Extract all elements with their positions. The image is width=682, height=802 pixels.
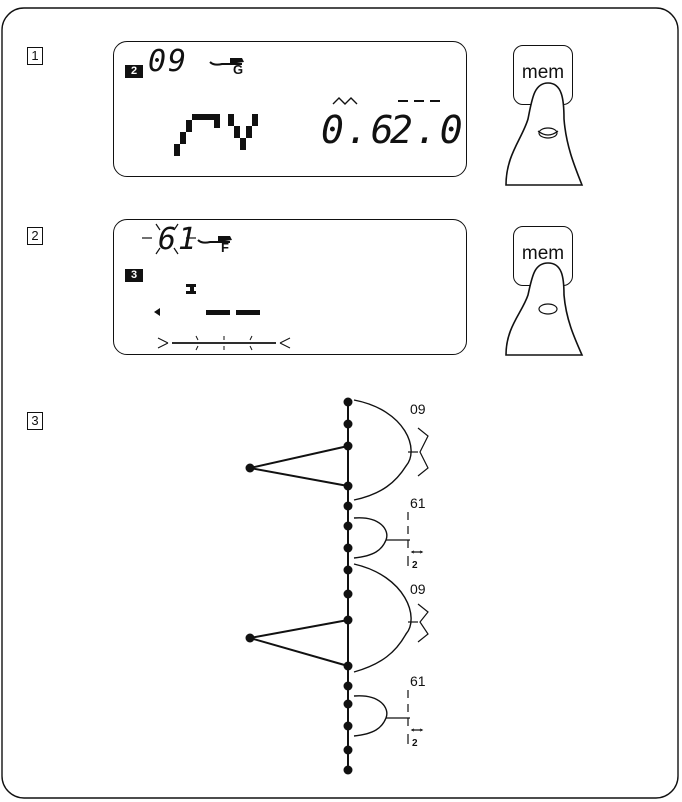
length-mark: 2	[412, 560, 418, 571]
foot-letter: F	[221, 240, 229, 255]
stitch-length-icon	[398, 100, 440, 102]
length-mark: 2	[412, 738, 418, 749]
presser-foot-icon	[209, 58, 244, 66]
zigzag-stitch	[249, 445, 349, 487]
pattern-brackets	[353, 399, 412, 737]
width-value-display: 0.6	[321, 108, 396, 152]
needle-points	[245, 397, 353, 775]
pattern-label: 61	[410, 495, 426, 511]
length-value-display: 2.0	[390, 108, 465, 152]
finger-icon	[505, 82, 584, 186]
pattern-label: 09	[410, 581, 426, 597]
finger-icon	[505, 262, 584, 356]
zigzag-stitch	[249, 619, 349, 667]
zigzag-pattern-icon	[417, 603, 429, 643]
memory-slot-number: 2	[130, 65, 138, 77]
foot-letter: G	[233, 62, 244, 77]
stitch-width-icon	[332, 97, 358, 105]
mem-button-label: mem	[521, 243, 565, 264]
memory-slot-badge: 2	[125, 65, 143, 78]
stitch-preview-icon	[174, 114, 258, 156]
step-number-3: 3	[27, 412, 43, 430]
stitch-sequence-diagram: 09 61 2 09 61 2	[245, 397, 429, 775]
memory-slot-number: 3	[130, 269, 138, 281]
lcd-screen-2: 61 F 3	[113, 219, 467, 355]
zigzag-pattern-icon	[417, 427, 429, 477]
pattern-number-display: 61	[158, 222, 199, 257]
stitch-preview-icon	[154, 284, 260, 316]
length-scale-icon	[157, 335, 291, 351]
lcd-screen-1: 2 09 G 0.6 2.0	[113, 41, 467, 177]
presser-foot-icon	[197, 236, 232, 244]
pattern-label: 61	[410, 673, 426, 689]
pattern-label: 09	[410, 401, 426, 417]
mem-button-label: mem	[521, 62, 565, 83]
memory-slot-badge: 3	[125, 269, 143, 282]
pattern-number-display: 09	[148, 44, 189, 79]
step-number-2: 2	[27, 227, 43, 245]
blink-indicator-icon	[142, 223, 196, 255]
step-number-1: 1	[27, 47, 43, 65]
